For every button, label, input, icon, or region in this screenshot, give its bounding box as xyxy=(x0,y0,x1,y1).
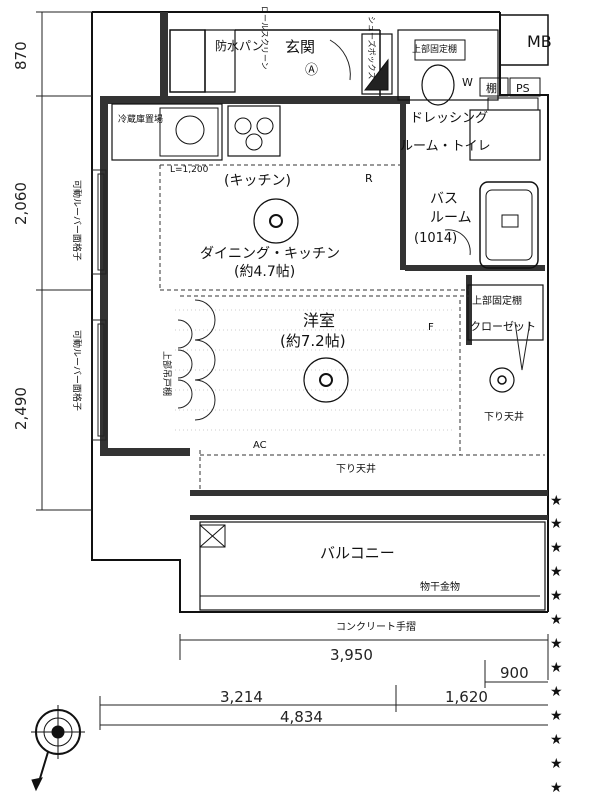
western-room-label: 洋室 xyxy=(303,311,335,330)
drop-ceiling-lines xyxy=(159,164,545,490)
fridge-space-label: 冷蔵庫置場 xyxy=(118,113,163,125)
svg-text:★: ★ xyxy=(550,540,563,556)
dressing-label: ドレッシング xyxy=(410,111,488,126)
dim-v1: 870 xyxy=(12,41,30,70)
window-label-upper: 可動ルーバー面格子 xyxy=(71,180,83,261)
upper-storage-label: 上部吊戸棚 xyxy=(161,351,173,396)
compass-rose xyxy=(31,705,85,792)
right-edge-markers: ★ ★ ★ ★ ★ ★ ★ ★ ★ ★ ★ ★ ★ xyxy=(550,493,563,796)
floor-hatch xyxy=(175,309,455,431)
bathroom-size: (1014) xyxy=(414,231,457,246)
range-label: R xyxy=(365,172,373,185)
dim-h4: 1,620 xyxy=(445,688,488,706)
window-label-lower: 可動ルーバー面格子 xyxy=(71,330,83,411)
light-fixtures xyxy=(253,198,515,403)
shelf-label: 棚 xyxy=(486,81,497,95)
upper-fixed-shelf-top-label: 上部固定棚 xyxy=(412,43,457,55)
dining-kitchen-label: ダイニング・キッチン xyxy=(200,246,340,262)
entrance-mark: Ⓐ xyxy=(305,63,318,78)
svg-text:★: ★ xyxy=(550,564,563,580)
door-swings xyxy=(177,39,531,421)
walls xyxy=(91,11,549,613)
mb-label: MB xyxy=(527,32,552,51)
fy-label: F xyxy=(428,322,434,333)
dim-h5: 4,834 xyxy=(280,708,323,726)
svg-text:★: ★ xyxy=(550,780,563,796)
dim-v2: 2,060 xyxy=(12,182,30,225)
svg-text:★: ★ xyxy=(550,636,563,652)
ps-label: PS xyxy=(516,82,530,95)
concrete-handrail-label: コンクリート手摺 xyxy=(336,620,416,633)
drop-ceiling-label: 下り天井 xyxy=(336,462,376,475)
dim-h2: 900 xyxy=(500,664,529,682)
svg-text:★: ★ xyxy=(550,684,563,700)
closet-label: クローゼット xyxy=(470,320,536,333)
ac-label: AC xyxy=(253,440,267,451)
dim-h3: 3,214 xyxy=(220,688,263,706)
svg-text:★: ★ xyxy=(550,612,563,628)
compass-north-label: N xyxy=(53,726,63,740)
left-windows xyxy=(91,169,107,441)
entrance-label: 玄関 xyxy=(285,38,315,56)
w-label: W xyxy=(462,76,473,89)
laundry-hardware-label: 物干金物 xyxy=(420,580,460,593)
svg-text:★: ★ xyxy=(550,588,563,604)
svg-text:★: ★ xyxy=(550,756,563,772)
dim-h1: 3,950 xyxy=(330,646,373,664)
roll-screen-label: ロールスクリーン xyxy=(260,6,269,70)
bathroom-label-1: バス xyxy=(430,191,458,207)
room-toilet-label: ルーム・トイレ xyxy=(400,139,491,154)
shoe-closet-label: シューズボックス xyxy=(367,16,377,79)
waterproof-pan-label: 防水パン xyxy=(215,38,264,53)
drop-ceiling-right-label: 下り天井 xyxy=(484,410,524,423)
balcony-label: バルコニー xyxy=(320,544,395,562)
upper-fixed-shelf-label: 上部固定棚 xyxy=(472,294,522,307)
dim-v3: 2,490 xyxy=(12,387,30,430)
svg-text:★: ★ xyxy=(550,493,563,509)
western-room-size: (約7.2帖) xyxy=(280,332,346,350)
counter-length-label: L=1,200 xyxy=(170,165,209,175)
svg-text:★: ★ xyxy=(550,660,563,676)
svg-text:★: ★ xyxy=(550,708,563,724)
bathroom-label-2: ルーム xyxy=(430,210,472,226)
svg-text:★: ★ xyxy=(550,516,563,532)
kitchen-label: (キッチン) xyxy=(224,173,291,189)
svg-text:★: ★ xyxy=(550,732,563,748)
dining-kitchen-size: (約4.7帖) xyxy=(234,264,295,280)
dimension-lines xyxy=(36,11,549,730)
